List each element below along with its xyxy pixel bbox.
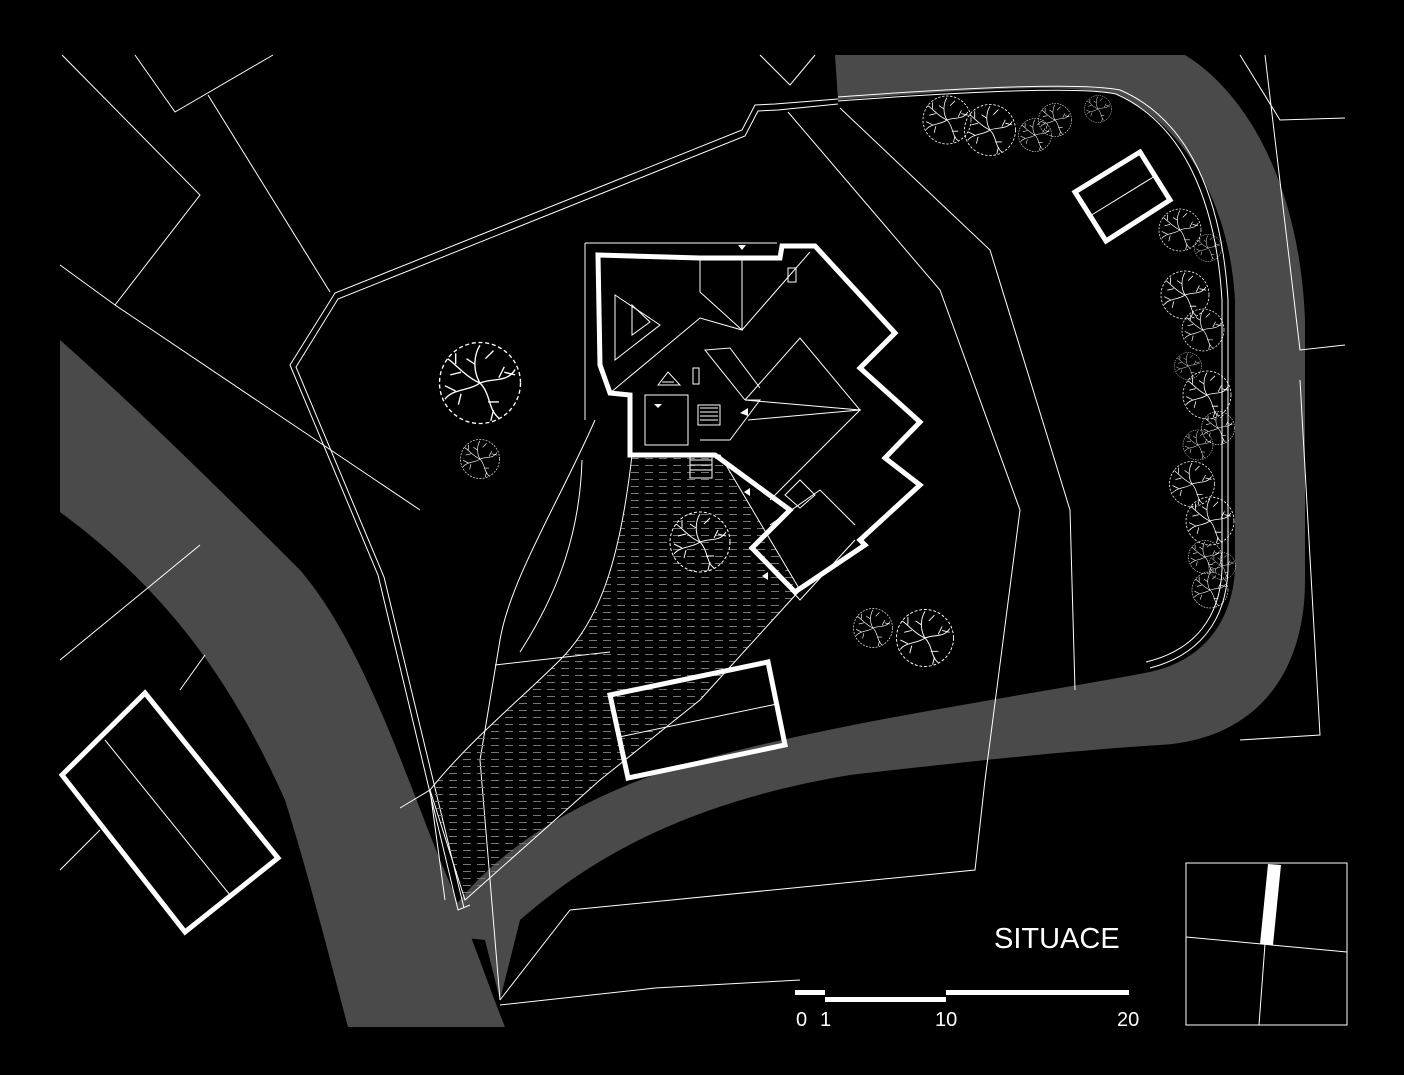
north-arrow-inset [1185, 862, 1348, 1026]
main-house [584, 242, 924, 601]
trees [438, 95, 1236, 667]
paved-driveway [429, 454, 801, 901]
neighbour-building [58, 689, 282, 936]
drawing-title: SITUACE [994, 923, 1120, 955]
parcel-lines [59, 54, 1346, 1006]
shed [1071, 148, 1174, 245]
plot-boundary [289, 85, 1229, 911]
scale-label-0: 0 [796, 1009, 807, 1031]
road-east [437, 55, 1305, 1000]
scale-bar: 0 1 10 20 [795, 990, 1139, 1031]
garage [607, 659, 788, 781]
road-west [60, 340, 505, 1027]
scale-label-1: 1 [820, 1009, 831, 1031]
scale-label-20: 20 [1117, 1009, 1139, 1031]
scale-label-10: 10 [935, 1009, 957, 1031]
